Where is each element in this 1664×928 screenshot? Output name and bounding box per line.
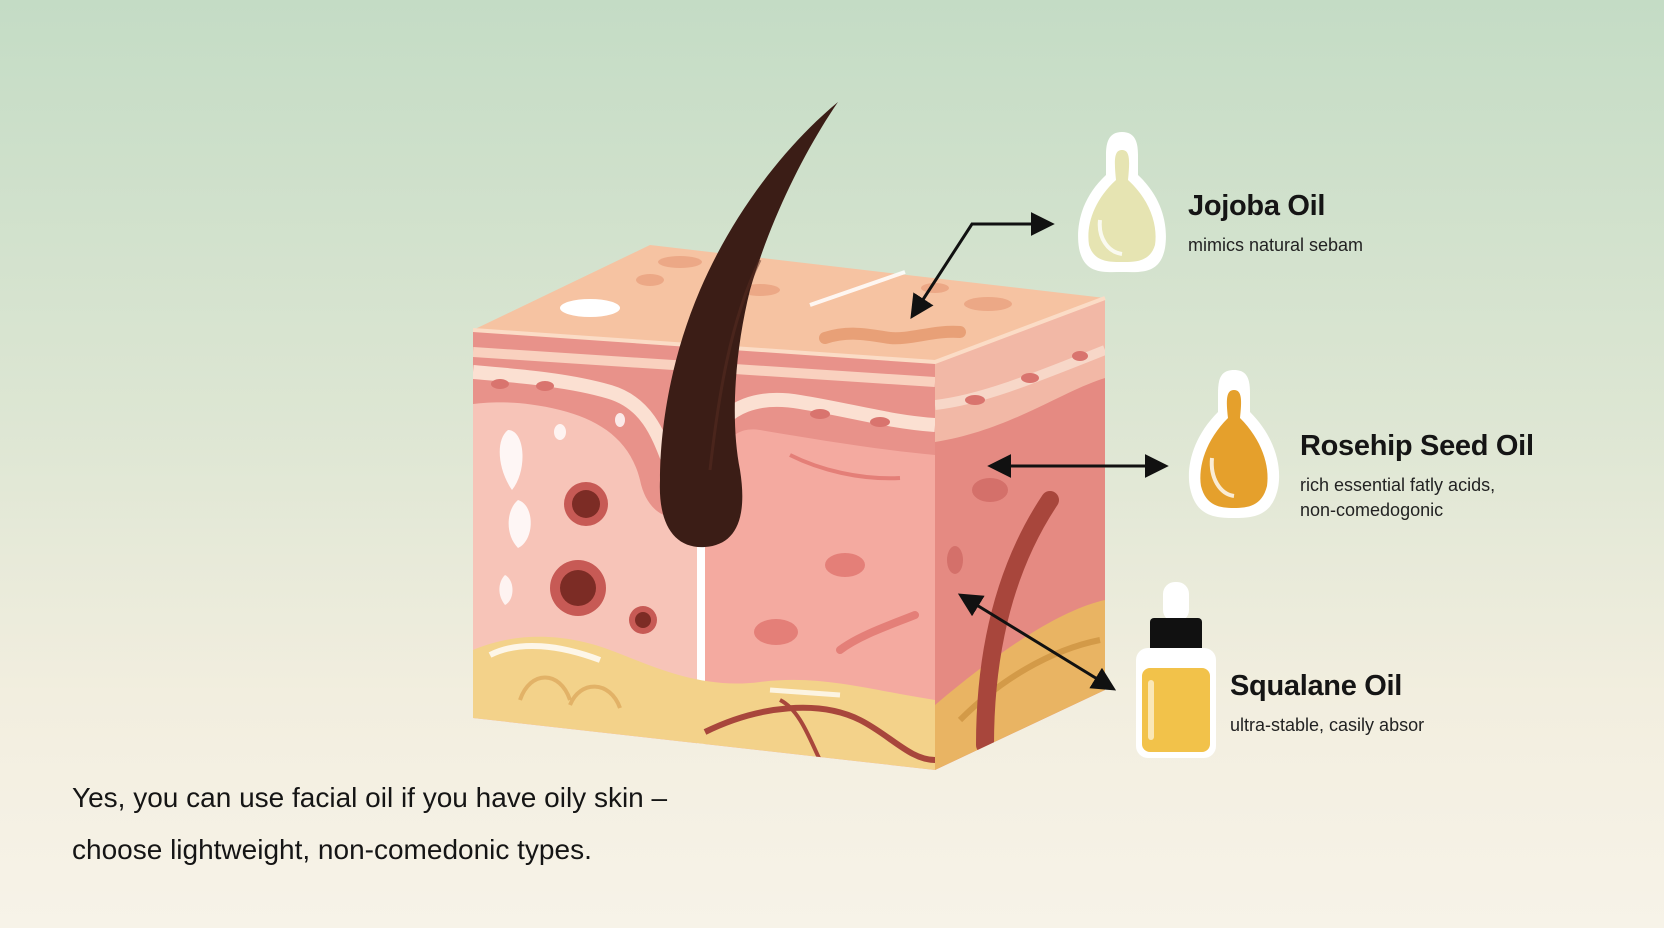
hair-strand-icon: [659, 102, 838, 548]
caption-line1: Yes, you can use facial oil if you have …: [72, 782, 668, 813]
arrows: [910, 212, 1169, 691]
skin-block-side: [935, 298, 1105, 770]
jojoba-drop-icon: [1078, 132, 1166, 273]
rosehip-drop-icon: [1188, 370, 1280, 518]
caption-line2: choose lightweight, non-comedonic types.: [72, 834, 592, 865]
label-rosehip-subtitle-line1: rich essential fatly acids,: [1300, 475, 1496, 495]
label-rosehip-subtitle-line2: non-comedogonic: [1300, 500, 1444, 520]
label-squalane: Squalane Oil ultra-stable, casily absor: [1230, 670, 1424, 738]
label-jojoba: Jojoba Oil mimics natural sebam: [1188, 190, 1363, 258]
arrow-jojoba: [910, 212, 1055, 320]
squalane-bottle-icon: [1136, 582, 1216, 758]
skin-block: [472, 245, 1106, 770]
caption: Yes, you can use facial oil if you have …: [72, 772, 772, 876]
label-rosehip: Rosehip Seed Oil rich essential fatly ac…: [1300, 430, 1534, 523]
arrow-squalane: [957, 593, 1117, 691]
label-squalane-title: Squalane Oil: [1230, 670, 1403, 702]
label-jojoba-subtitle: mimics natural sebam: [1188, 235, 1364, 255]
label-jojoba-title: Jojoba Oil: [1188, 190, 1326, 222]
label-squalane-subtitle: ultra-stable, casily absor: [1230, 715, 1425, 735]
label-rosehip-title: Rosehip Seed Oil: [1300, 430, 1534, 462]
